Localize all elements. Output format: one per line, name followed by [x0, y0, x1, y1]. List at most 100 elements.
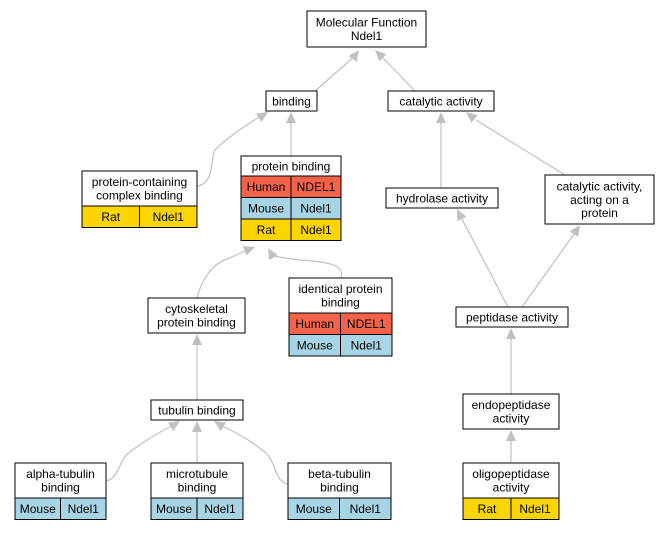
species-label: Human	[295, 317, 334, 331]
edge-alpha-tubulin-binding-to-tubulin-binding	[105, 421, 180, 482]
node-title-line: Ndel1	[351, 29, 383, 43]
node-title-line: activity	[493, 480, 530, 494]
gene-label: NDEL1	[347, 317, 386, 331]
arrowhead-icon	[466, 112, 478, 123]
node-title-line: microtubule	[166, 467, 228, 481]
node-title-line: protein	[581, 206, 618, 220]
edge-catalytic-activity-acting-on-a-protein-to-catalytic-activity	[466, 112, 566, 176]
node-peptidase-activity[interactable]: peptidase activity	[455, 306, 569, 328]
node-title-line: oligopeptidase	[472, 467, 550, 481]
gene-label: Ndel1	[300, 202, 332, 216]
gene-cell	[510, 497, 560, 520]
arrowhead-icon	[268, 248, 278, 261]
node-title-line: hydrolase activity	[396, 191, 488, 205]
edge-line	[196, 249, 248, 299]
node-title-line: protein-containing	[92, 175, 187, 189]
arrowhead-icon	[436, 112, 446, 123]
node-title-line: peptidase activity	[466, 310, 558, 324]
arrowhead-icon	[242, 246, 255, 256]
node-title-line: endopeptidase	[472, 398, 551, 412]
node-title-line: beta-tubulin	[308, 467, 371, 481]
node-box	[385, 187, 499, 209]
gene-cell	[340, 334, 393, 357]
arrowhead-icon	[214, 421, 226, 432]
node-title-line: activity	[493, 411, 530, 425]
node-title-line: catalytic activity,	[557, 180, 643, 194]
edge-line	[475, 119, 566, 176]
arrowhead-icon	[192, 334, 202, 345]
edge-line	[521, 233, 575, 308]
node-box	[387, 90, 495, 112]
edge-protein-containing-complex-binding-to-binding	[196, 112, 268, 187]
node-tubulin-binding[interactable]: tubulin binding	[150, 399, 244, 421]
node-title-line: protein binding	[157, 315, 236, 329]
edge-beta-tubulin-binding-to-tubulin-binding	[214, 421, 289, 485]
node-title-line: binding	[41, 480, 80, 494]
gene-cell	[339, 497, 392, 520]
gene-label: Ndel1	[204, 502, 236, 516]
gene-cell	[196, 497, 244, 520]
gene-label: Ndel1	[153, 210, 185, 224]
node-box	[147, 297, 246, 334]
edge-oligopeptidase-activity-to-endopeptidase-activity	[506, 430, 516, 463]
gene-label: Ndel1	[300, 223, 332, 237]
node-title-line: complex binding	[96, 188, 183, 202]
edge-line	[221, 425, 289, 485]
gene-cell	[60, 497, 107, 520]
edge-protein-binding-to-binding	[286, 112, 296, 156]
node-title-line: binding	[272, 94, 311, 108]
edge-line	[105, 425, 173, 482]
node-catalytic-activity[interactable]: catalytic activity	[387, 90, 495, 112]
node-box	[150, 399, 244, 421]
edge-line	[196, 116, 261, 187]
species-label: Mouse	[248, 202, 284, 216]
gene-label: Ndel1	[351, 339, 383, 353]
edge-line	[461, 218, 509, 308]
node-title-line: alpha-tubulin	[26, 467, 95, 481]
species-label: Mouse	[156, 502, 192, 516]
species-label: Mouse	[297, 339, 333, 353]
node-box	[265, 90, 318, 112]
species-label: Rat	[257, 223, 276, 237]
edge-cytoskeletal-protein-binding-to-protein-binding	[196, 246, 255, 299]
node-title-line: identical protein	[298, 282, 382, 296]
node-box	[455, 306, 569, 328]
node-title-line: catalytic activity	[399, 94, 482, 108]
species-label: Mouse	[20, 502, 56, 516]
edge-identical-protein-binding-to-protein-binding	[268, 248, 343, 279]
arrowhead-icon	[569, 225, 580, 237]
edge-catalytic-activity-to-molecular-function	[375, 50, 416, 92]
edge-microtubule-binding-to-tubulin-binding	[192, 421, 202, 463]
edge-hydrolase-activity-to-catalytic-activity	[436, 112, 446, 188]
node-box	[306, 10, 427, 48]
edge-peptidase-activity-to-hydrolase-activity	[457, 209, 509, 308]
arrowhead-icon	[348, 50, 359, 62]
edge-peptidase-activity-to-catalytic-activity-acting-on-a-protein	[521, 225, 580, 308]
edge-line	[314, 56, 355, 92]
node-hydrolase-activity[interactable]: hydrolase activity	[385, 187, 499, 209]
node-binding[interactable]: binding	[265, 90, 318, 112]
edge-endopeptidase-activity-to-peptidase-activity	[506, 328, 516, 394]
node-title-line: Molecular Function	[316, 16, 417, 30]
gene-label: Ndel1	[519, 502, 551, 516]
edges-layer	[105, 50, 580, 485]
edge-tubulin-binding-to-cytoskeletal-protein-binding	[192, 334, 202, 400]
node-title-line: binding	[178, 480, 217, 494]
node-title-line: cytoskeletal	[165, 302, 228, 316]
arrowhead-icon	[506, 430, 516, 441]
gene-cell	[290, 218, 342, 241]
arrowhead-icon	[457, 209, 467, 222]
